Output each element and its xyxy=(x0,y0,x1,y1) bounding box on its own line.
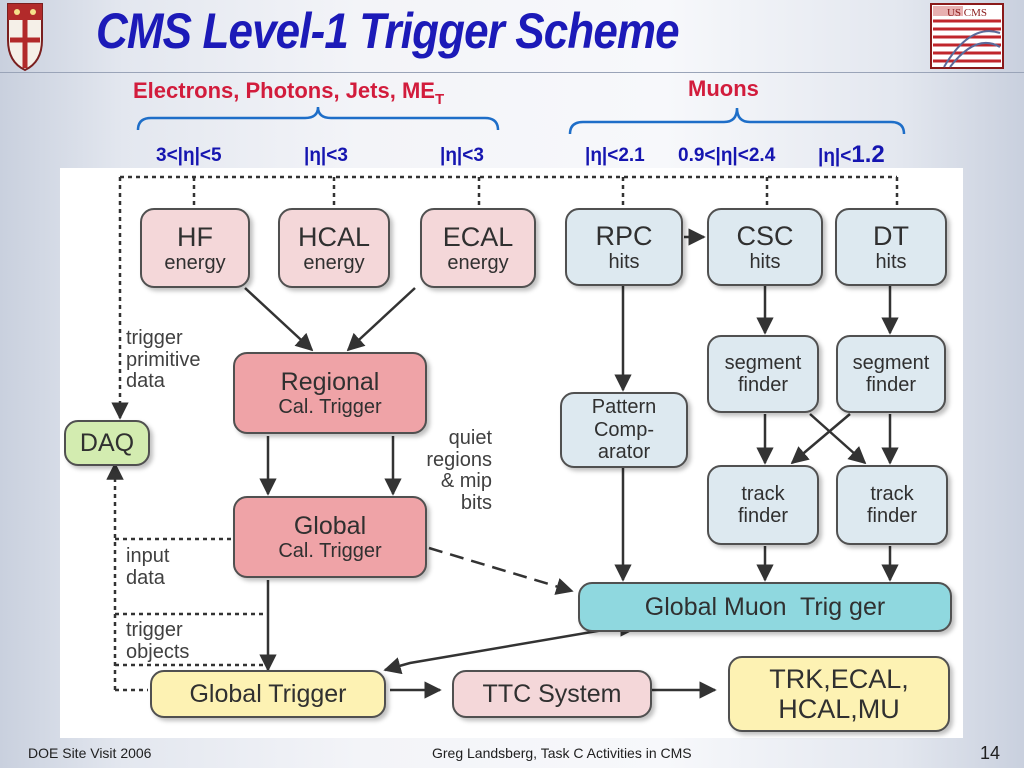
global-muon-trigger-box: Global Muon Trig ger xyxy=(578,582,952,632)
hf-energy-box: HF energy xyxy=(140,208,250,288)
slide-title: CMS Level-1 Trigger Scheme xyxy=(96,3,680,59)
global-cal-title: Global xyxy=(293,511,367,540)
hcal-energy-box: HCAL energy xyxy=(278,208,390,288)
muon-group-brace xyxy=(568,107,906,135)
eta-range-csc: 0.9<|η|<2.4 xyxy=(678,145,776,166)
quiet-regions-annotation: quiet regions & mip bits xyxy=(398,427,492,514)
eta-range-ecal: |η|<3 xyxy=(440,145,484,166)
track-finder-csc-line2: finder xyxy=(737,505,789,527)
segment-finder-csc-box: segment finder xyxy=(707,335,819,413)
ecal-energy-box: ECAL energy xyxy=(420,208,536,288)
eta-range-hf: 3<|η|<5 xyxy=(156,145,222,166)
track-finder-dt-line1: track xyxy=(870,482,914,505)
regional-cal-title: Regional xyxy=(280,367,380,396)
annotation-line: bits xyxy=(460,491,492,514)
annotation-line: trigger xyxy=(126,327,183,349)
eta-range-hcal: |η|<3 xyxy=(304,145,348,166)
csc-hits-box: CSC hits xyxy=(707,208,823,286)
global-trigger-box: Global Trigger xyxy=(150,670,386,718)
subdetectors-box: TRK,ECAL, HCAL,MU xyxy=(728,656,950,732)
dt-hits-box: DT hits xyxy=(835,208,947,286)
hcal-title: HCAL xyxy=(297,221,371,252)
annotation-line: input xyxy=(126,545,170,567)
annotation-line: & mip xyxy=(440,470,492,493)
annotation-line: objects xyxy=(126,640,190,663)
ttc-system-box: TTC System xyxy=(452,670,652,718)
daq-label: DAQ xyxy=(79,429,135,457)
subdetectors-line1: TRK,ECAL, xyxy=(769,663,909,694)
track-finder-dt-line2: finder xyxy=(866,505,918,527)
input-data-annotation: input data xyxy=(126,545,170,589)
global-cal-subtitle: Cal. Trigger xyxy=(278,539,382,562)
segment-finder-csc-line2: finder xyxy=(737,374,789,396)
us-cms-logo-text: US CMS xyxy=(947,7,987,19)
footer-event: DOE Site Visit 2006 xyxy=(28,745,152,761)
daq-box: DAQ xyxy=(64,420,150,466)
global-trigger-label: Global Trigger xyxy=(189,680,347,708)
ecal-subtitle: energy xyxy=(447,251,509,274)
muon-group-label: Muons xyxy=(688,76,759,101)
pattern-comparator-line3: arator xyxy=(597,441,651,464)
hf-title: HF xyxy=(177,221,213,252)
daq-readout-dotted-lines xyxy=(106,175,899,692)
calorimeter-group-label: Electrons, Photons, Jets, MET xyxy=(133,78,445,108)
global-cal-trigger-box: Global Cal. Trigger xyxy=(233,496,427,578)
track-finder-csc-line1: track xyxy=(741,482,785,505)
segment-finder-dt-line1: segment xyxy=(852,351,930,374)
dt-title: DT xyxy=(873,220,909,251)
csc-title: CSC xyxy=(736,220,794,251)
trigger-primitive-data-annotation: trigger primitive data xyxy=(126,327,201,393)
header-divider xyxy=(0,72,1024,73)
footer-presenter: Greg Landsberg, Task C Activities in CMS xyxy=(432,745,692,761)
ecal-title: ECAL xyxy=(442,221,514,252)
segment-finder-csc-line1: segment xyxy=(724,351,802,374)
eta-range-dt: |η|<1.2 xyxy=(818,141,885,168)
annotation-line: trigger xyxy=(126,619,183,641)
pattern-comparator-line2: Comp- xyxy=(593,418,654,441)
hcal-subtitle: energy xyxy=(303,251,365,274)
us-cms-logo: US CMS xyxy=(930,3,1004,69)
rpc-title: RPC xyxy=(595,220,653,251)
rpc-subtitle: hits xyxy=(608,250,640,273)
annotation-line: quiet xyxy=(448,427,492,449)
hf-subtitle: energy xyxy=(164,251,226,274)
segment-finder-dt-box: segment finder xyxy=(836,335,946,413)
regional-cal-subtitle: Cal. Trigger xyxy=(278,395,382,418)
annotation-line: primitive xyxy=(126,348,201,371)
segment-finder-dt-line2: finder xyxy=(865,374,917,396)
annotation-line: data xyxy=(126,566,165,589)
brown-university-shield-logo xyxy=(7,3,43,72)
pattern-comparator-box: Pattern Comp- arator xyxy=(560,392,688,468)
dt-subtitle: hits xyxy=(875,250,907,273)
annotation-line: regions xyxy=(426,448,492,471)
page-number: 14 xyxy=(979,743,1000,763)
pattern-comparator-line1: Pattern xyxy=(591,396,657,419)
track-finder-dt-box: track finder xyxy=(836,465,948,545)
calorimeter-group-brace xyxy=(136,106,500,131)
global-muon-trigger-label: Global Muon Trig ger xyxy=(644,593,886,621)
subdetectors-line2: HCAL,MU xyxy=(778,694,900,724)
csc-subtitle: hits xyxy=(749,250,781,273)
quiet-regions-dashed-arrow xyxy=(428,546,574,595)
trigger-diagram-panel: HF energy HCAL energy ECAL energy RPC hi… xyxy=(60,168,963,738)
annotation-line: data xyxy=(126,370,165,393)
eta-range-rpc: |η|<2.1 xyxy=(585,145,645,166)
rpc-hits-box: RPC hits xyxy=(565,208,683,286)
track-finder-csc-box: track finder xyxy=(707,465,819,545)
ttc-system-label: TTC System xyxy=(482,680,622,708)
regional-cal-trigger-box: Regional Cal. Trigger xyxy=(233,352,427,434)
muon-to-global-trigger-arrow xyxy=(383,626,616,675)
trigger-objects-annotation: trigger objects xyxy=(126,619,190,663)
